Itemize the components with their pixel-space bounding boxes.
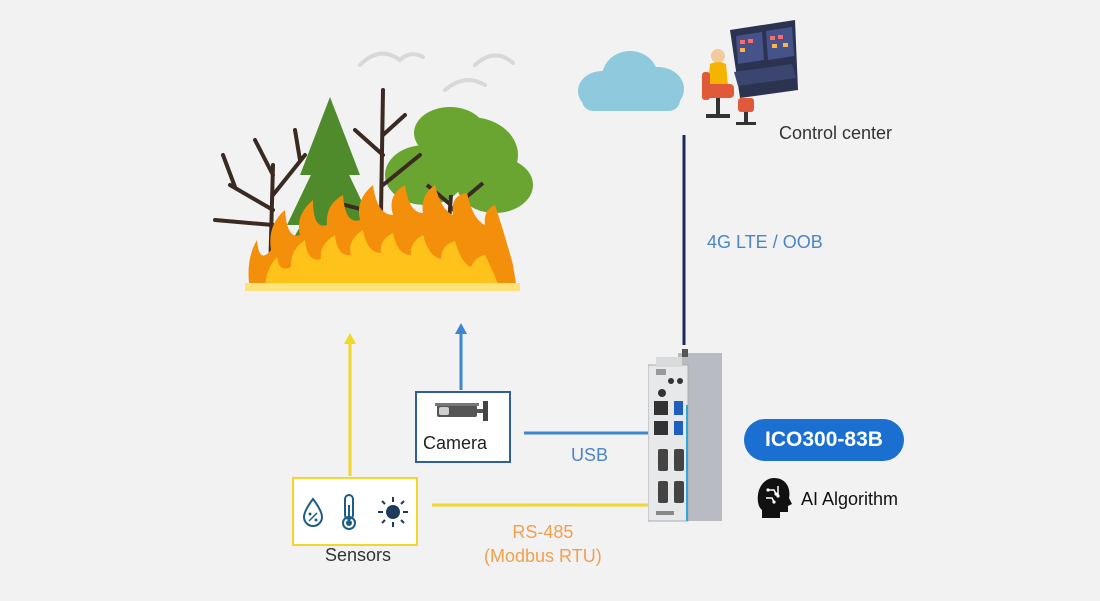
lte-oob-label: 4G LTE / OOB — [707, 232, 823, 252]
camera-label: Camera — [423, 433, 488, 453]
sensors-box — [292, 477, 418, 546]
camera-arrow-head — [455, 323, 467, 334]
operator-workstation-icon — [702, 20, 798, 125]
rs485-line2: (Modbus RTU) — [484, 546, 602, 566]
sun-icon — [378, 497, 408, 527]
sensor-arrow-head — [344, 333, 356, 344]
forest-fire-illustration — [213, 51, 533, 291]
rs485-line1: RS-485 — [512, 522, 574, 542]
sensors-label: Sensors — [325, 545, 392, 565]
cloud-icon — [578, 51, 684, 111]
industrial-pc-icon — [648, 349, 722, 522]
device-model-badge: ICO300-83B — [744, 419, 904, 461]
usb-label: USB — [571, 445, 609, 465]
control-center-label: Control center — [779, 123, 893, 143]
rs485-label: RS-485 (Modbus RTU) — [484, 520, 602, 568]
camera-box — [415, 391, 511, 463]
humidity-drop-icon — [302, 497, 324, 527]
thermometer-icon — [342, 494, 356, 530]
security-camera-icon — [435, 401, 488, 421]
ai-algorithm-label: AI Algorithm — [801, 489, 899, 509]
ai-head-icon — [757, 478, 792, 518]
